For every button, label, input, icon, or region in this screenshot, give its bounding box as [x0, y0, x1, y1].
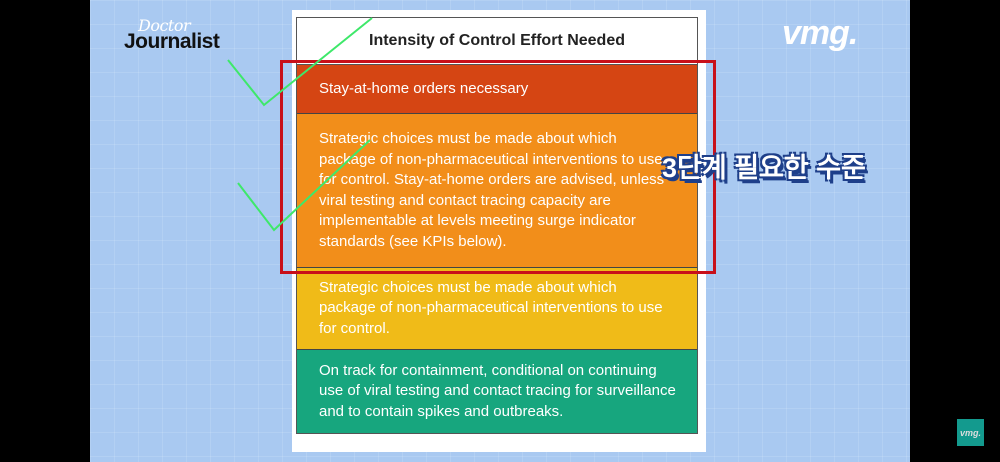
- highlight-box: [280, 60, 716, 274]
- vmg-logo: vmg.: [782, 14, 858, 52]
- check-mark-icon: [237, 139, 371, 232]
- logo-text: Journalist: [124, 30, 220, 53]
- vmg-badge: vmg.: [957, 419, 984, 446]
- control-effort-table: Intensity of Control Effort Needed Stay-…: [296, 17, 698, 434]
- table-row: On track for containment, conditional on…: [297, 350, 697, 433]
- table-title: Intensity of Control Effort Needed: [297, 18, 697, 65]
- table-row: Strategic choices must be made about whi…: [297, 114, 697, 268]
- check-mark-icon: [227, 17, 373, 107]
- table-row: Stay-at-home orders necessary: [297, 65, 697, 114]
- logo-script: Doctor: [138, 16, 191, 35]
- subtitle-caption: 3단계 필요한 수준: [662, 153, 866, 183]
- table-row: Strategic choices must be made about whi…: [297, 268, 697, 350]
